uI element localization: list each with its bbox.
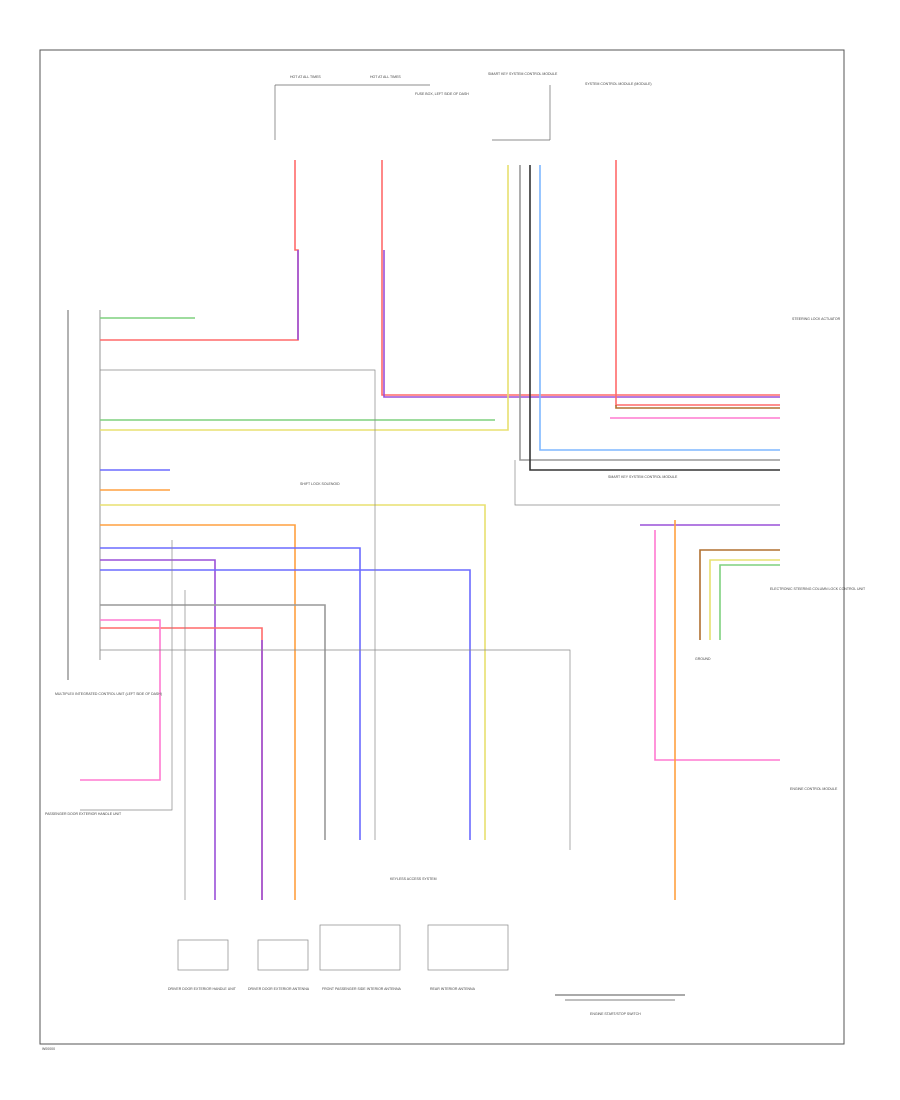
- wire-purple-b: [383, 250, 780, 398]
- wire-blue-8: [100, 569, 471, 840]
- bottom-module-5-label: ENGINE START/STOP SWITCH: [590, 1012, 641, 1016]
- svg-text:SYSTEM CONTROL MODULE (MODULE): SYSTEM CONTROL MODULE (MODULE): [585, 82, 652, 86]
- wire-gray-9: [100, 604, 326, 840]
- wire-yellow-4: [100, 504, 486, 840]
- wire-gray-right: [514, 460, 780, 506]
- footer-code: W00000: [42, 1047, 55, 1051]
- wire-gray-top: [519, 165, 780, 461]
- wire-blue-6: [100, 547, 361, 840]
- wire-gray-15: [80, 540, 173, 811]
- relay-label: SHIFT LOCK SOLENOID: [300, 482, 340, 486]
- wire-pink-12: [80, 619, 161, 781]
- right-mid-module-label: ELECTRONIC STEERING COLUMN LOCK CONTROL …: [770, 587, 866, 591]
- right-mid-label: SMART KEY SYSTEM CONTROL MODULE: [608, 475, 678, 479]
- wire-blue-top: [539, 165, 780, 451]
- wire-dark-top: [529, 165, 780, 471]
- top-fuse-a: HOT AT ALL TIMES HOT AT ALL TIMES FUSE B…: [274, 75, 469, 140]
- wire-green-right: [719, 564, 780, 640]
- wire-purple-7: [100, 559, 216, 900]
- right-top-module-label: STEERING LOCK ACTUATOR: [792, 317, 841, 321]
- wire-red-purple-a: [100, 160, 299, 341]
- wire-brown-right-2: [699, 549, 780, 640]
- wire-red-purple-b: [381, 160, 780, 396]
- bottom-module-2-label: DRIVER DOOR EXTERIOR ANTENNA: [248, 987, 310, 991]
- right-lower-module-label: ENGINE CONTROL MODULE: [790, 787, 838, 791]
- wire-pink-right-2: [654, 530, 780, 761]
- wire-yellow-right: [709, 559, 780, 640]
- wire-red-right: [615, 160, 780, 406]
- bottom-module-4: [427, 924, 509, 971]
- wire-yellow-top: [100, 165, 509, 431]
- wire-red-10: [100, 627, 263, 900]
- bottom-module-1: [177, 939, 229, 971]
- center-module-label: KEYLESS ACCESS SYSTEM: [390, 877, 437, 881]
- bottom-module-3: [319, 924, 401, 971]
- bottom-module-2: [257, 939, 309, 971]
- svg-text:FUSE BOX, LEFT SIDE OF DASH: FUSE BOX, LEFT SIDE OF DASH: [415, 92, 469, 96]
- left-bottom-module-label: PASSENGER DOOR EXTERIOR HANDLE UNIT: [45, 812, 122, 816]
- ground-label: GROUND: [695, 657, 711, 661]
- wire-orange-5: [100, 524, 296, 900]
- wire-gray-13: [100, 649, 571, 850]
- svg-text:HOT AT ALL TIMES: HOT AT ALL TIMES: [290, 75, 321, 79]
- bottom-module-4-label: REAR INTERIOR ANTENNA: [430, 987, 476, 991]
- top-switch-group: SMART KEY SYSTEM CONTROL MODULE SYSTEM C…: [488, 72, 652, 141]
- bottom-module-1-label: DRIVER DOOR EXTERIOR HANDLE UNIT: [168, 987, 237, 991]
- svg-text:HOT AT ALL TIMES: HOT AT ALL TIMES: [370, 75, 401, 79]
- left-module-label: MULTIPLEX INTEGRATED CONTROL UNIT (LEFT …: [55, 692, 162, 696]
- wire-brown-right: [615, 405, 780, 409]
- diagram-frame: [39, 49, 845, 1045]
- bottom-module-3-label: FRONT PASSENGER SIDE INTERIOR ANTENNA: [322, 987, 401, 991]
- wire-gray-14: [100, 369, 376, 840]
- svg-text:SMART KEY SYSTEM CONTROL MODUL: SMART KEY SYSTEM CONTROL MODULE: [488, 72, 558, 76]
